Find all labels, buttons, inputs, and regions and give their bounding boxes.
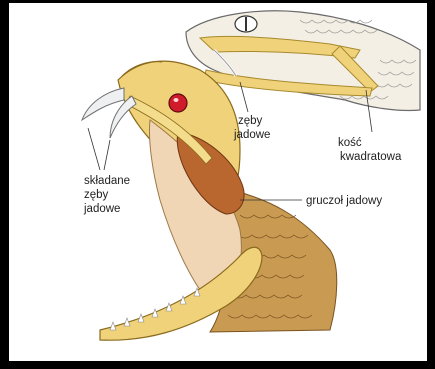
label-folding-fangs: składane zęby jadowe	[83, 175, 130, 215]
eye-icon	[169, 94, 187, 112]
label-fangs-top-line2: jadowe	[233, 129, 270, 141]
label-folding-line1: składane	[84, 175, 130, 187]
label-quadrate-line1: kość	[338, 137, 362, 149]
label-quadrate-line2: kwadratowa	[340, 151, 402, 163]
main-snake-head	[82, 61, 337, 340]
label-folding-line2: zęby	[84, 189, 109, 201]
label-folding-line3: jadowe	[83, 203, 120, 215]
label-quadrate-bone: kość kwadratowa	[338, 137, 402, 163]
label-venom-gland: gruczoł jadowy	[306, 195, 382, 207]
label-fangs-top-line1: zęby	[238, 115, 263, 127]
